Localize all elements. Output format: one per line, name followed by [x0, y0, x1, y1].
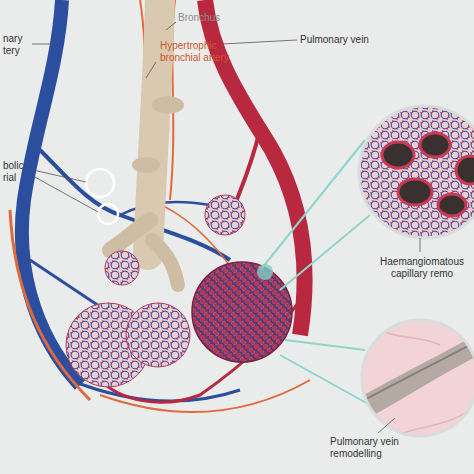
part-label: Haemangiomatous capillary remo: [374, 256, 470, 279]
part-label: Pulmonary vein remodelling: [330, 436, 440, 459]
part-label: Pulmonary vein: [300, 34, 390, 46]
part-label: Bronchus: [178, 12, 248, 24]
part-label: bolic rial: [3, 160, 31, 183]
part-label: nary tery: [3, 33, 29, 56]
part-label: Hypertrophic bronchial artery: [160, 40, 252, 63]
